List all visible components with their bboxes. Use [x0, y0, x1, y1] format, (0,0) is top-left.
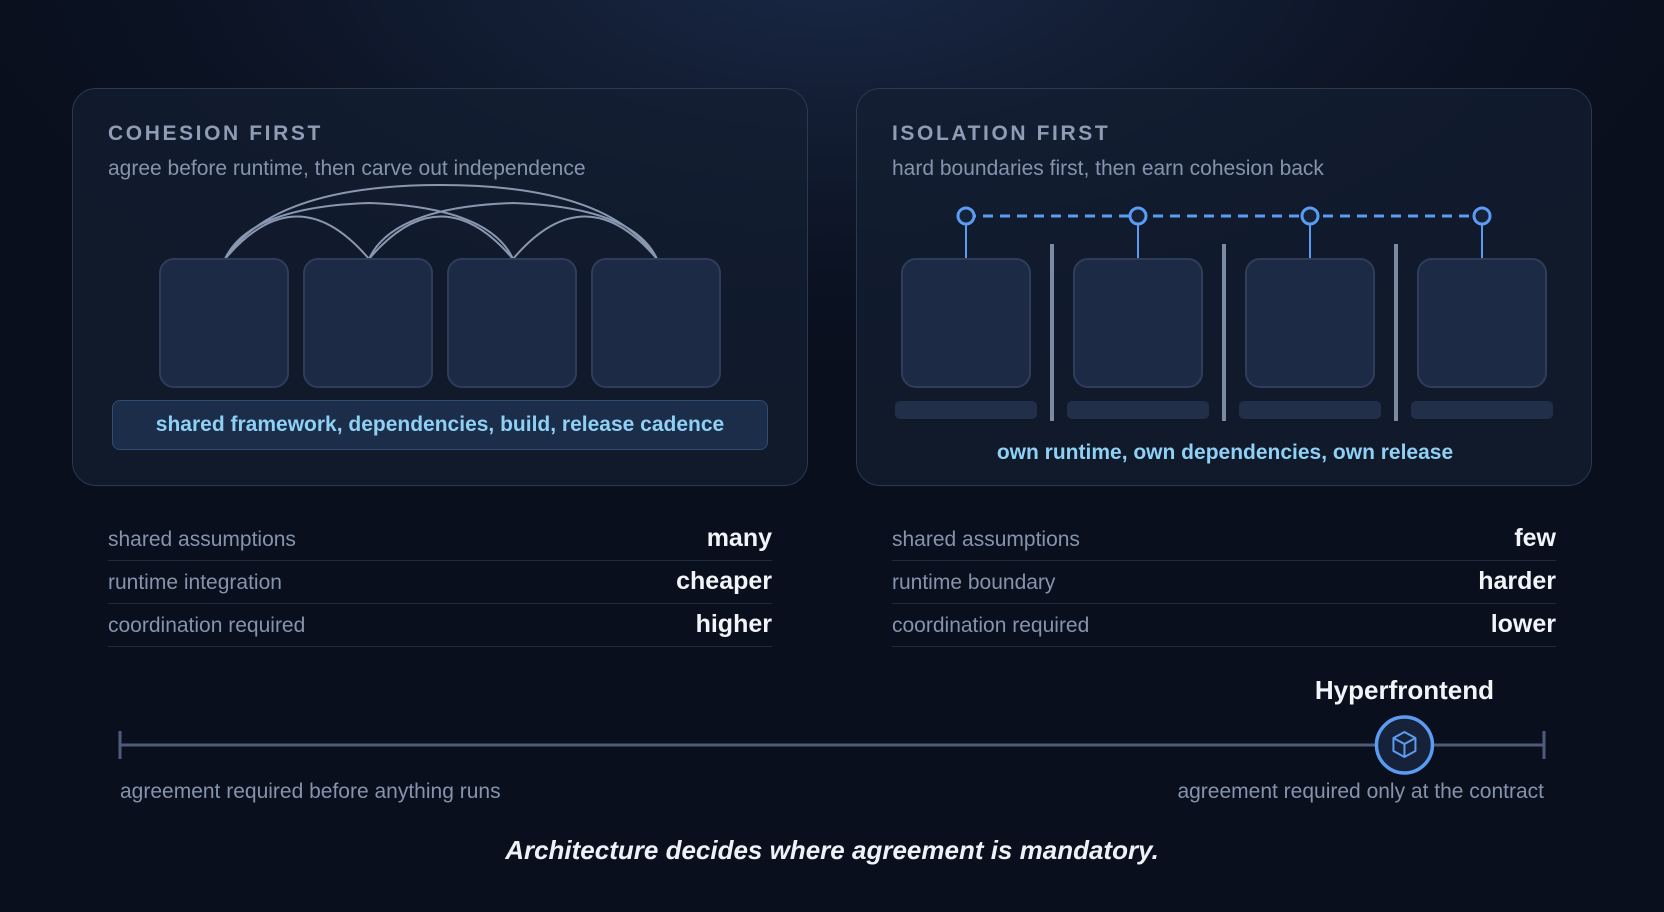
- hyperfrontend-label: Hyperfrontend: [1314, 675, 1494, 705]
- metric-row: shared assumptions many: [108, 518, 772, 561]
- boundary-walls: [1050, 244, 1398, 421]
- isolation-diagram: [895, 206, 1553, 421]
- module-box: [901, 258, 1031, 388]
- module-box: [1417, 258, 1547, 388]
- metric-value: few: [1514, 524, 1556, 552]
- metric-value: many: [706, 524, 772, 552]
- hyperfrontend-marker: [1374, 715, 1435, 775]
- cohesion-first-panel: COHESION FIRST agree before runtime, the…: [72, 88, 808, 486]
- coupling-arcs: [224, 183, 658, 260]
- tagline: Architecture decides where agreement is …: [505, 835, 1159, 865]
- metric-label: coordination required: [892, 614, 1090, 637]
- arc-2-3: [368, 215, 514, 260]
- metric-value: lower: [1490, 610, 1556, 638]
- metric-row: runtime integration cheaper: [108, 561, 772, 604]
- module-base: [1067, 401, 1209, 419]
- metric-row: runtime boundary harder: [892, 561, 1556, 604]
- metric-label: runtime integration: [108, 571, 282, 594]
- isolation-caption: own runtime, own dependencies, own relea…: [996, 441, 1454, 464]
- metric-row: coordination required higher: [108, 604, 772, 647]
- cohesion-diagram: [159, 183, 721, 388]
- module-box: [303, 258, 433, 388]
- module-box: [447, 258, 577, 388]
- contract-node: [1472, 206, 1492, 226]
- spectrum-left-label: agreement required before anything runs: [120, 780, 501, 803]
- isolation-first-panel: ISOLATION FIRST hard boundaries first, t…: [856, 88, 1592, 486]
- module-base: [895, 401, 1037, 419]
- metric-value: harder: [1478, 567, 1556, 595]
- arc-1-4: [224, 183, 658, 260]
- isolation-panel-subtitle: hard boundaries first, then earn cohesio…: [892, 157, 1324, 180]
- metric-label: shared assumptions: [892, 528, 1080, 551]
- module-boxes: [159, 258, 721, 388]
- metric-label: runtime boundary: [892, 571, 1056, 594]
- isolated-module-boxes: [901, 258, 1547, 388]
- cohesion-metrics: shared assumptions many runtime integrat…: [108, 518, 772, 647]
- isolation-panel-title: ISOLATION FIRST: [892, 122, 1111, 145]
- contract-node: [1128, 206, 1148, 226]
- isolation-metrics: shared assumptions few runtime boundary …: [892, 518, 1556, 647]
- contract-node: [956, 206, 976, 226]
- module-base: [1411, 401, 1553, 419]
- cohesion-panel-title: COHESION FIRST: [108, 122, 323, 145]
- cohesion-panel-subtitle: agree before runtime, then carve out ind…: [108, 157, 586, 180]
- module-box: [1073, 258, 1203, 388]
- module-box: [591, 258, 721, 388]
- metric-value: cheaper: [676, 567, 772, 595]
- metric-label: coordination required: [108, 614, 306, 637]
- arc-3-4: [512, 215, 658, 260]
- module-base: [1239, 401, 1381, 419]
- contract-stems: [965, 224, 1483, 259]
- metric-row: shared assumptions few: [892, 518, 1556, 561]
- metric-label: shared assumptions: [108, 528, 296, 551]
- shared-foundation-label: shared framework, dependencies, build, r…: [112, 400, 768, 450]
- spectrum-right-label: agreement required only at the contract: [1177, 780, 1544, 803]
- arc-1-2: [224, 215, 370, 260]
- contract-nodes: [956, 206, 1492, 226]
- cube-icon: [1392, 731, 1417, 758]
- module-box: [159, 258, 289, 388]
- metric-value: higher: [695, 610, 772, 638]
- module-box: [1245, 258, 1375, 388]
- contract-node: [1300, 206, 1320, 226]
- metric-row: coordination required lower: [892, 604, 1556, 647]
- module-bases: [895, 401, 1553, 419]
